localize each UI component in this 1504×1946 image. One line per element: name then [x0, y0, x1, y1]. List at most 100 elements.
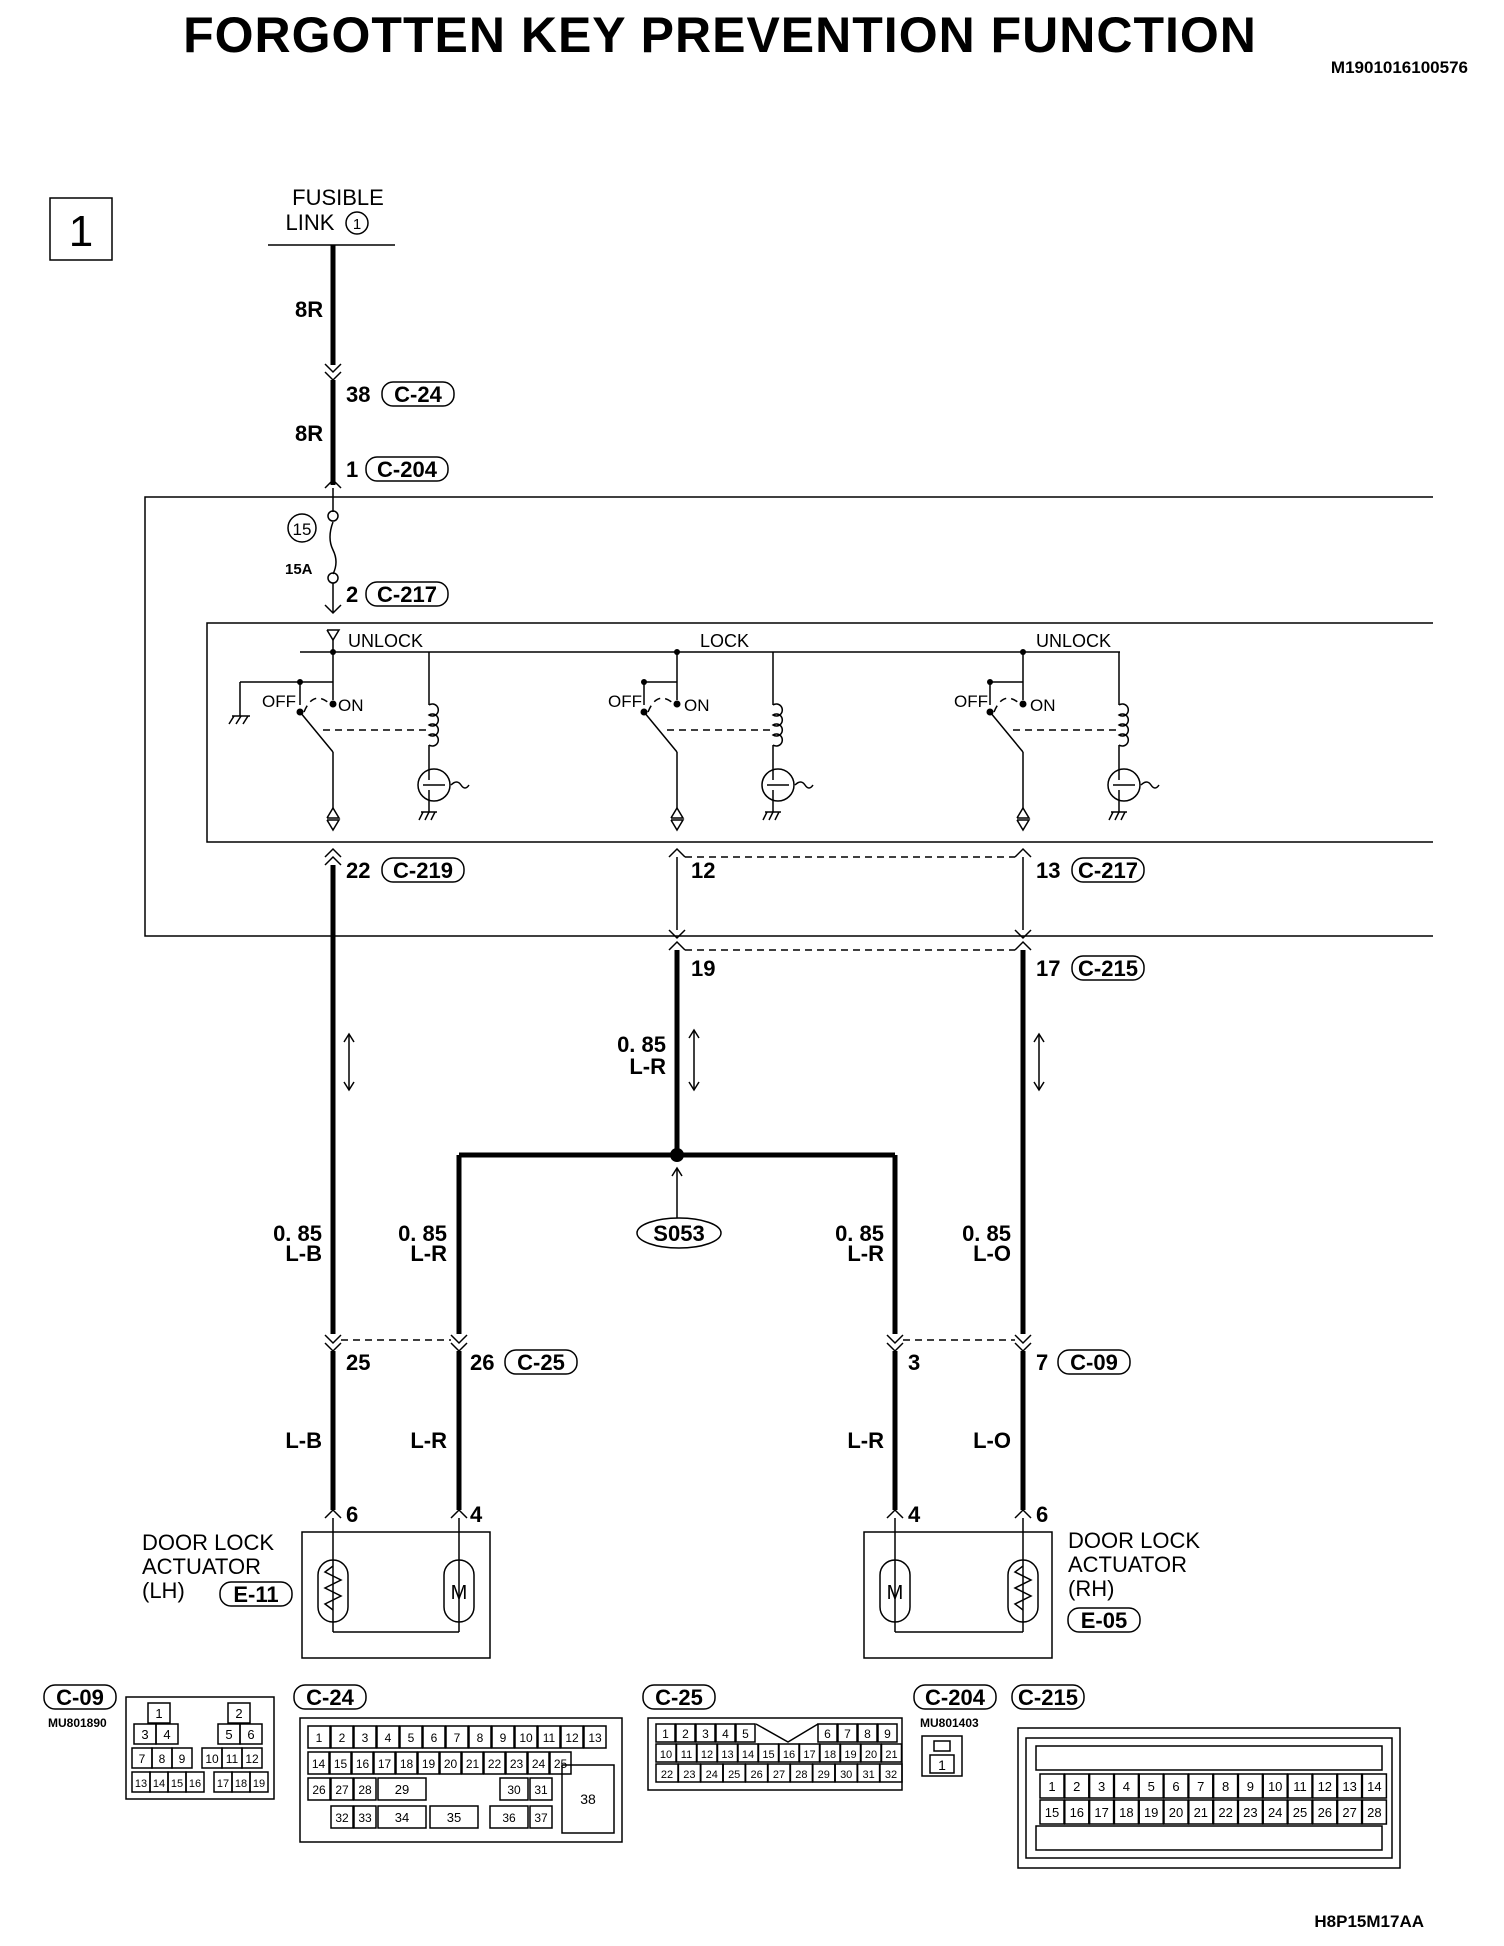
cv-c09-pin-label: 3 [141, 1727, 148, 1742]
cv-c25-pin-label: 1 [662, 1727, 669, 1741]
e11-tag [219, 1581, 293, 1607]
cv-c24-pin [529, 1805, 553, 1829]
cv-c25-pin-label: 22 [661, 1769, 673, 1781]
cv-c25-pin-label: 5 [742, 1727, 749, 1741]
motor-icon [443, 1559, 475, 1623]
cv-c25-pin-label: 17 [803, 1749, 815, 1761]
fuse-terminal [327, 572, 339, 584]
e11-label: E-11 [233, 1582, 278, 1607]
cv-c24-tag [293, 1684, 367, 1710]
cv-c204-part: MU801403 [920, 1716, 979, 1730]
relay-1-terminal-2 [326, 819, 341, 832]
cv-c25-pin [715, 1723, 736, 1743]
cv-c215-pin [1212, 1773, 1239, 1799]
cv-c25-pin-label: 29 [818, 1769, 830, 1781]
cv-c24-pin-label: 15 [334, 1757, 348, 1771]
cv-c215-label: C-215 [1018, 1685, 1078, 1710]
relay-1-ground-hatch [430, 811, 436, 821]
cv-c25-pin [655, 1723, 676, 1743]
cv-c25-pin [857, 1723, 878, 1743]
conn-arrow [886, 1508, 904, 1519]
relay-3-transistor-icon [1107, 768, 1141, 802]
relay-2-coil-icon [771, 703, 783, 747]
cv-c24-pin [549, 1751, 572, 1775]
c09-pin3: 3 [908, 1350, 920, 1375]
cv-c25-pin-label: 18 [824, 1749, 836, 1761]
cv-c24-pin-label: 35 [447, 1810, 461, 1825]
fuse-terminal [327, 510, 339, 522]
relay-3-ground-hatch [1120, 811, 1126, 821]
cv-c24-pin-label: 19 [422, 1757, 436, 1771]
cv-c215-pin [1064, 1799, 1090, 1825]
relay-2-on-contact [673, 700, 681, 708]
c219-tag [381, 857, 465, 883]
wire-label-8r-a: 8R [295, 297, 323, 322]
cv-c215-pin [1039, 1799, 1065, 1825]
current-arrows [343, 1028, 1045, 1092]
actuator-lh-box [301, 1531, 491, 1659]
cv-c09-pin-label: 10 [205, 1752, 219, 1766]
cv-c25-pin-label: 11 [681, 1749, 692, 1761]
cv-c25-pin-label: 13 [721, 1749, 733, 1761]
c217b-label: C-217 [1078, 858, 1138, 883]
cv-c24-pin [429, 1805, 479, 1829]
cv-c24-pin-label: 10 [519, 1731, 533, 1745]
cv-c24-pin [353, 1777, 377, 1801]
relay-1-switch-arc [303, 697, 330, 713]
wire-color-1: L-B [285, 1241, 322, 1266]
cv-c09-label: C-09 [56, 1685, 104, 1710]
cv-c215-pin [1088, 1773, 1115, 1799]
c219-label: C-219 [393, 858, 453, 883]
c217-label: C-217 [377, 582, 437, 607]
cv-c215-pin [1336, 1799, 1363, 1825]
relay-box [206, 622, 1433, 843]
cv-c25-pin-label: 15 [762, 1749, 774, 1761]
cv-c09-pin-label: 17 [217, 1778, 229, 1790]
motor-label-rh: M [887, 1582, 904, 1604]
cv-c24-pin [461, 1751, 484, 1775]
cv-c25-pin-label: 25 [728, 1769, 740, 1781]
cv-c215-pin [1113, 1773, 1140, 1799]
cv-c24-pin [445, 1725, 469, 1749]
splice-label: S053 [653, 1221, 704, 1246]
cv-c24-pin [489, 1805, 529, 1829]
cv-c215-pin [1188, 1773, 1214, 1799]
actuator-lh-label-3: (LH) [142, 1578, 185, 1603]
cv-c25-pin-label: 21 [885, 1749, 897, 1761]
relay-label-lock: LOCK [700, 631, 749, 651]
cv-c24-label: C-24 [306, 1685, 354, 1710]
relay3-off: OFF [954, 692, 988, 711]
cv-c24-pin-label: 26 [312, 1783, 326, 1797]
cv-c25-pin [695, 1723, 716, 1743]
rh-pin-b: 6 [1036, 1502, 1048, 1527]
cv-c24-pin-label: 32 [335, 1811, 349, 1825]
conn-arrow [668, 847, 686, 858]
cv-c24-pin-label: 11 [543, 1731, 556, 1745]
fuse-element [329, 521, 337, 575]
conn-arrow [1014, 847, 1032, 858]
c25-tag [504, 1349, 578, 1375]
cv-c215-pin [1312, 1799, 1338, 1825]
cv-c215-pin-label: 23 [1243, 1805, 1257, 1820]
cv-c24-pin-label: 29 [395, 1782, 409, 1797]
cv-c09-pin [239, 1723, 263, 1745]
cv-c24-pin-label: 3 [362, 1731, 369, 1745]
cv-c25-pin-label: 14 [742, 1749, 754, 1761]
cv-c204-latch [933, 1740, 951, 1752]
cv-c09-pin-label: 4 [163, 1727, 170, 1742]
figure-code: H8P15M17AA [1314, 1912, 1424, 1931]
relay-3-switch-arc [993, 697, 1020, 713]
cv-c09-pin-label: 18 [235, 1778, 247, 1790]
cv-c09-pin [241, 1747, 263, 1769]
cv-c24-pin [376, 1725, 400, 1749]
cv-c24-pin [527, 1751, 550, 1775]
cv-c215-pin [1212, 1799, 1239, 1825]
cv-c25-label: C-25 [655, 1685, 703, 1710]
cv-c25-pin-label: 6 [824, 1727, 831, 1741]
cv-c09-pin [155, 1723, 179, 1745]
cv-c215-pin [1262, 1773, 1288, 1799]
cv-c215-pin-label: 1 [1048, 1779, 1055, 1794]
cv-c204-body [921, 1735, 963, 1777]
